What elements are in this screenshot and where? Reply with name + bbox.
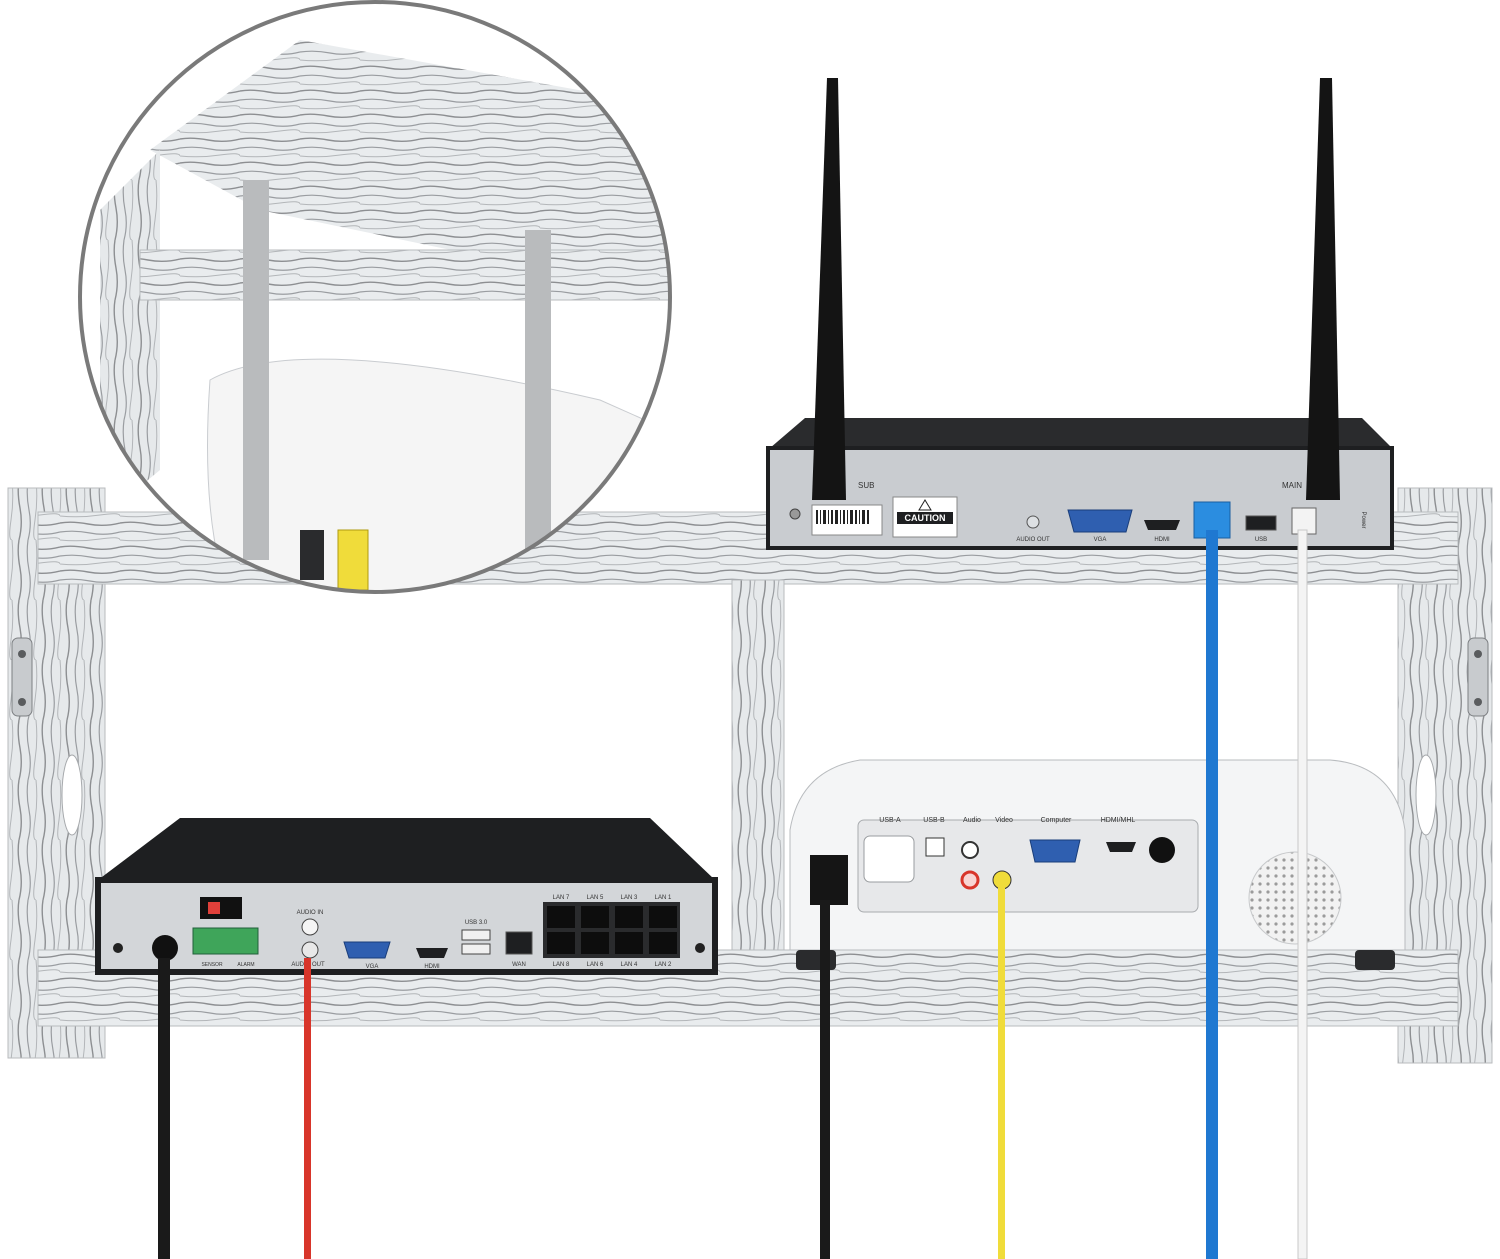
hdmi-port bbox=[1144, 520, 1180, 530]
lan1-label: LAN 1 bbox=[655, 895, 672, 901]
usb-port-bottom bbox=[461, 943, 491, 955]
projector-hdmi-label: HDMI/MHL bbox=[1101, 817, 1136, 824]
cables bbox=[158, 529, 1308, 1259]
right-hanger-bracket bbox=[1467, 637, 1489, 717]
audio-in-label: AUDIO IN bbox=[297, 910, 324, 916]
poe-nvr-top-cover bbox=[98, 818, 715, 880]
wifi-nvr-top-cover bbox=[770, 418, 1392, 448]
power-switch bbox=[200, 897, 242, 919]
inset-shelf-top bbox=[150, 40, 670, 300]
inset-shelf-front bbox=[139, 249, 670, 301]
left-hanger-bracket bbox=[11, 637, 33, 717]
projector-vga-port bbox=[1029, 839, 1081, 863]
sensor-label: SENSOR bbox=[201, 962, 223, 968]
poe-hdmi-label: HDMI bbox=[424, 964, 440, 970]
right-cable-hole bbox=[1415, 754, 1437, 836]
lan6-label: LAN 6 bbox=[587, 962, 604, 968]
wifi-nvr-antenna-right bbox=[1306, 78, 1340, 500]
projector-audio-jack bbox=[961, 841, 979, 859]
lan5-label: LAN 5 bbox=[587, 895, 604, 901]
projector-audio-jack-red bbox=[960, 870, 980, 890]
speaker-grille bbox=[1248, 851, 1342, 945]
barcode-icon bbox=[816, 510, 869, 524]
antenna-sub-label: SUB bbox=[858, 481, 874, 490]
audio-out-port-label: AUDIO OUT bbox=[1016, 537, 1050, 543]
antenna-main-label: MAIN bbox=[1282, 481, 1302, 490]
lan4-label: LAN 4 bbox=[621, 962, 638, 968]
inset-power-plug bbox=[300, 530, 324, 580]
hdmi-port-label: HDMI bbox=[1154, 537, 1170, 543]
power-port-label: Power bbox=[1360, 511, 1366, 528]
red-audio-cable bbox=[304, 958, 311, 1259]
blue-ethernet-cable bbox=[1206, 530, 1218, 1259]
projector-usb-a-label: USB-A bbox=[879, 817, 901, 824]
inset-ethernet-plug bbox=[337, 529, 369, 591]
inset-router-antenna-left bbox=[243, 180, 269, 560]
wifi-nvr-antenna-left bbox=[812, 78, 846, 500]
poe-vga-label: VGA bbox=[366, 964, 379, 970]
alarm-terminal-block bbox=[192, 927, 259, 955]
projector-usb-a-port bbox=[863, 835, 915, 883]
usb-port-label: USB bbox=[1255, 537, 1267, 543]
audio-in-jack bbox=[301, 918, 319, 936]
poe-hdmi-port bbox=[416, 948, 448, 958]
vga-port-label: VGA bbox=[1094, 537, 1107, 543]
lan-ports bbox=[547, 906, 677, 954]
inset-router-antenna-right bbox=[525, 230, 551, 580]
wan-port bbox=[505, 931, 533, 955]
shelf-middle-divider bbox=[731, 579, 785, 1001]
audio-out-jack-2 bbox=[301, 941, 319, 959]
alarm-label: ALARM bbox=[237, 962, 254, 968]
usb-port bbox=[1245, 515, 1277, 531]
projector-hdmi-port bbox=[1106, 842, 1136, 852]
projector-usb-b-port bbox=[925, 837, 945, 857]
usb3-label: USB 3.0 bbox=[465, 920, 488, 926]
projector-video-label: Video bbox=[995, 817, 1013, 824]
vga-port bbox=[1067, 509, 1133, 533]
projector-foot-right bbox=[1355, 950, 1395, 970]
lan8-label: LAN 8 bbox=[553, 962, 570, 968]
wifi-nvr-device: SUB MAIN CAUTION AUDIO OUT VGA HDMI USB … bbox=[766, 78, 1394, 550]
projector-usb-b-label: USB-B bbox=[923, 817, 945, 824]
magnifier-ring bbox=[78, 0, 672, 594]
yellow-video-cable bbox=[998, 886, 1005, 1259]
projector-audio-label: Audio bbox=[963, 817, 981, 824]
left-cable-hole bbox=[61, 754, 83, 836]
poe-vga-port bbox=[343, 941, 391, 959]
black-power-cable bbox=[158, 958, 170, 1259]
usb-port-top bbox=[461, 929, 491, 941]
lan2-label: LAN 2 bbox=[655, 962, 672, 968]
caution-label: CAUTION bbox=[905, 513, 946, 523]
projector-power-jack bbox=[1149, 837, 1175, 863]
projector-black-power-cable bbox=[820, 900, 830, 1259]
poe-nvr-device: SENSOR ALARM AUDIO IN AUDIO OUT VGA HDMI… bbox=[95, 818, 718, 975]
audio-out-jack bbox=[1026, 515, 1040, 529]
white-power-cable bbox=[1297, 529, 1308, 1259]
projector-power-inlet bbox=[810, 855, 848, 905]
warning-icon bbox=[918, 499, 932, 511]
ground-screw bbox=[789, 508, 801, 520]
lan3-label: LAN 3 bbox=[621, 895, 638, 901]
projector-device: USB-A USB-B Audio Video Computer HDMI/MH… bbox=[789, 759, 1406, 970]
magnifier-inset bbox=[78, 0, 672, 594]
power-socket bbox=[152, 935, 178, 961]
lan7-label: LAN 7 bbox=[553, 895, 570, 901]
inset-shelf-side bbox=[100, 150, 160, 520]
projector-computer-label: Computer bbox=[1041, 817, 1072, 824]
wan-label: WAN bbox=[512, 962, 526, 968]
